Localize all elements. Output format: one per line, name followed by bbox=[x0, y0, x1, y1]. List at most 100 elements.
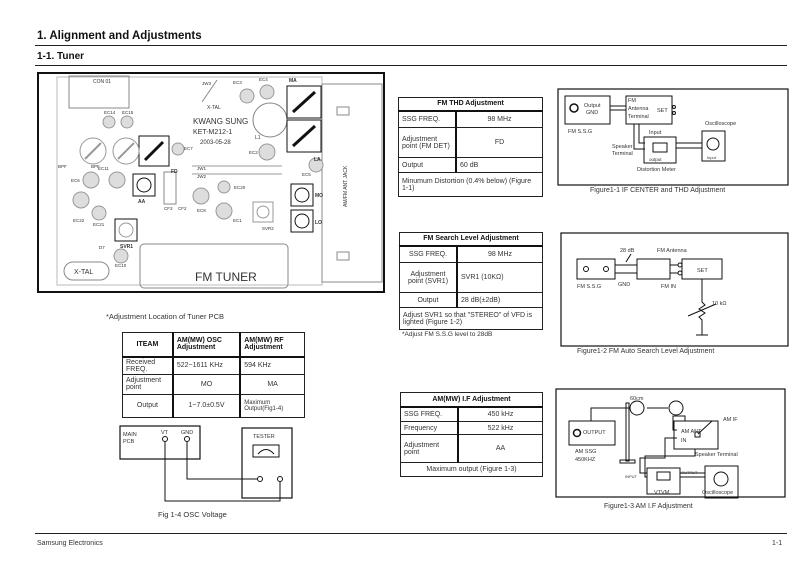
svg-text:PCB: PCB bbox=[123, 439, 135, 445]
svg-text:Terminal: Terminal bbox=[628, 114, 649, 120]
svg-text:Antenna: Antenna bbox=[628, 106, 649, 112]
fm-search-level-table: FM Search Level Adjustment SSG FREQ.98 M… bbox=[399, 232, 543, 330]
svg-text:LA: LA bbox=[314, 157, 321, 163]
svg-text:10 kΩ: 10 kΩ bbox=[712, 301, 727, 307]
svg-text:GND: GND bbox=[181, 430, 193, 436]
svg-text:BPF: BPF bbox=[58, 164, 67, 169]
svg-text:BPF: BPF bbox=[91, 164, 100, 169]
svg-text:Oscilloscope: Oscilloscope bbox=[702, 490, 733, 496]
svg-text:MO: MO bbox=[315, 193, 323, 199]
svg-text:EC15: EC15 bbox=[122, 110, 134, 115]
svg-text:INPUT: INPUT bbox=[625, 474, 638, 479]
svg-text:EC3: EC3 bbox=[233, 80, 242, 85]
svg-text:IN: IN bbox=[681, 438, 687, 444]
divider bbox=[35, 65, 787, 66]
svg-text:CF2: CF2 bbox=[178, 206, 187, 211]
svg-text:Output: Output bbox=[584, 103, 601, 109]
footer-divider bbox=[35, 533, 787, 534]
svg-text:MAIN: MAIN bbox=[123, 432, 137, 438]
svg-text:AM SSG: AM SSG bbox=[575, 449, 596, 455]
svg-text:450KHZ: 450KHZ bbox=[575, 457, 596, 463]
fig-1-1-caption: Figure1-1 IF CENTER and THD Adjustment bbox=[590, 187, 726, 194]
svg-text:SET: SET bbox=[697, 268, 708, 274]
section-title: 1-1. Tuner bbox=[37, 51, 85, 62]
svg-text:CF3: CF3 bbox=[164, 206, 173, 211]
svg-text:FD: FD bbox=[171, 169, 178, 175]
svg-text:FM: FM bbox=[628, 98, 636, 104]
svg-text:AM IF: AM IF bbox=[723, 417, 738, 423]
svg-text:Speaker: Speaker bbox=[612, 144, 633, 150]
svg-text:EC6: EC6 bbox=[71, 178, 80, 183]
svg-text:EC7: EC7 bbox=[184, 146, 193, 151]
svg-text:MA: MA bbox=[289, 78, 297, 84]
svg-text:JW1: JW1 bbox=[197, 166, 206, 171]
search-footnote: *Adjust FM S.S.G level to 28dB bbox=[402, 331, 493, 338]
svg-text:OUTPUT: OUTPUT bbox=[583, 430, 606, 436]
fig-1-3-caption: Figure1-3 AM I.F Adjustment bbox=[604, 503, 693, 510]
svg-text:GND: GND bbox=[586, 110, 598, 116]
svg-text:Input: Input bbox=[707, 155, 717, 160]
svg-text:EC1: EC1 bbox=[233, 218, 242, 223]
svg-text:2003-05-28: 2003-05-28 bbox=[200, 140, 231, 146]
svg-text:EC4: EC4 bbox=[259, 77, 268, 82]
svg-text:D7: D7 bbox=[99, 245, 105, 250]
svg-text:TESTER: TESTER bbox=[253, 434, 275, 440]
svg-text:AM ANT: AM ANT bbox=[681, 429, 702, 435]
svg-text:FM TUNER: FM TUNER bbox=[195, 270, 257, 284]
svg-text:60cm: 60cm bbox=[630, 396, 644, 402]
svg-text:EC8: EC8 bbox=[197, 208, 206, 213]
svg-text:Speaker Terminal: Speaker Terminal bbox=[695, 452, 738, 458]
svg-text:28 dB: 28 dB bbox=[620, 248, 635, 254]
svg-text:EC11: EC11 bbox=[98, 166, 109, 171]
svg-text:EC5: EC5 bbox=[302, 172, 311, 177]
svg-text:EC14: EC14 bbox=[104, 110, 116, 115]
fm-thd-table: FM THD Adjustment SSG FREQ.98 MHz Adjust… bbox=[398, 97, 543, 197]
svg-text:GND: GND bbox=[618, 282, 630, 288]
svg-text:SET: SET bbox=[657, 108, 668, 114]
svg-text:Distortion Meter: Distortion Meter bbox=[637, 167, 676, 173]
am-if-table: AM(MW) I.F Adjustment SSG FREQ.450 kHz F… bbox=[400, 392, 543, 477]
svg-text:JW3: JW3 bbox=[202, 81, 211, 86]
svg-text:AM/FM ANT JACK: AM/FM ANT JACK bbox=[343, 165, 349, 207]
svg-text:SVR1: SVR1 bbox=[120, 244, 133, 250]
tuner-pcb-diagram: AM/FM ANT JACK CON 01 KWANG SUNG KET-M21… bbox=[37, 72, 385, 293]
svg-text:FM Antenna: FM Antenna bbox=[657, 248, 688, 254]
svg-text:EC10: EC10 bbox=[115, 263, 127, 268]
svg-text:LO: LO bbox=[315, 220, 322, 226]
svg-text:SVR2: SVR2 bbox=[262, 226, 274, 231]
svg-text:JW2: JW2 bbox=[197, 174, 206, 179]
footer-company: Samsung Electronics bbox=[37, 540, 103, 547]
svg-text:output: output bbox=[649, 157, 662, 162]
svg-text:EC22: EC22 bbox=[73, 218, 85, 223]
divider bbox=[35, 45, 787, 46]
svg-text:FM IN: FM IN bbox=[661, 284, 676, 290]
svg-text:FM S.S.G: FM S.S.G bbox=[577, 284, 601, 290]
svg-text:X-TAL: X-TAL bbox=[74, 269, 93, 276]
svg-text:L1: L1 bbox=[255, 135, 261, 141]
svg-text:Input: Input bbox=[649, 130, 662, 136]
fig-1-2-caption: Figure1-2 FM Auto Search Level Adjustmen… bbox=[577, 348, 715, 355]
svg-text:CON 01: CON 01 bbox=[93, 79, 111, 85]
svg-text:AA: AA bbox=[138, 199, 146, 205]
svg-text:EC20: EC20 bbox=[234, 185, 246, 190]
svg-text:FM S.S.G: FM S.S.G bbox=[568, 129, 592, 135]
svg-text:VT: VT bbox=[161, 430, 169, 436]
page-title: 1. Alignment and Adjustments bbox=[37, 30, 202, 42]
svg-text:KET-M212-1: KET-M212-1 bbox=[193, 129, 232, 136]
svg-text:Terminal: Terminal bbox=[612, 151, 633, 157]
svg-text:EC2: EC2 bbox=[249, 150, 258, 155]
svg-text:X-TAL: X-TAL bbox=[207, 105, 221, 111]
svg-text:Oscilloscope: Oscilloscope bbox=[705, 121, 736, 127]
pcb-caption: *Adjustment Location of Tuner PCB bbox=[106, 312, 224, 321]
svg-text:VTVM: VTVM bbox=[654, 490, 670, 496]
svg-text:EC21: EC21 bbox=[93, 222, 105, 227]
fig-1-4-caption: Fig 1-4 OSC Voltage bbox=[158, 510, 227, 519]
svg-text:KWANG SUNG: KWANG SUNG bbox=[193, 117, 248, 126]
page-number: 1-1 bbox=[772, 540, 783, 547]
svg-text:OUTPUT: OUTPUT bbox=[681, 470, 698, 475]
